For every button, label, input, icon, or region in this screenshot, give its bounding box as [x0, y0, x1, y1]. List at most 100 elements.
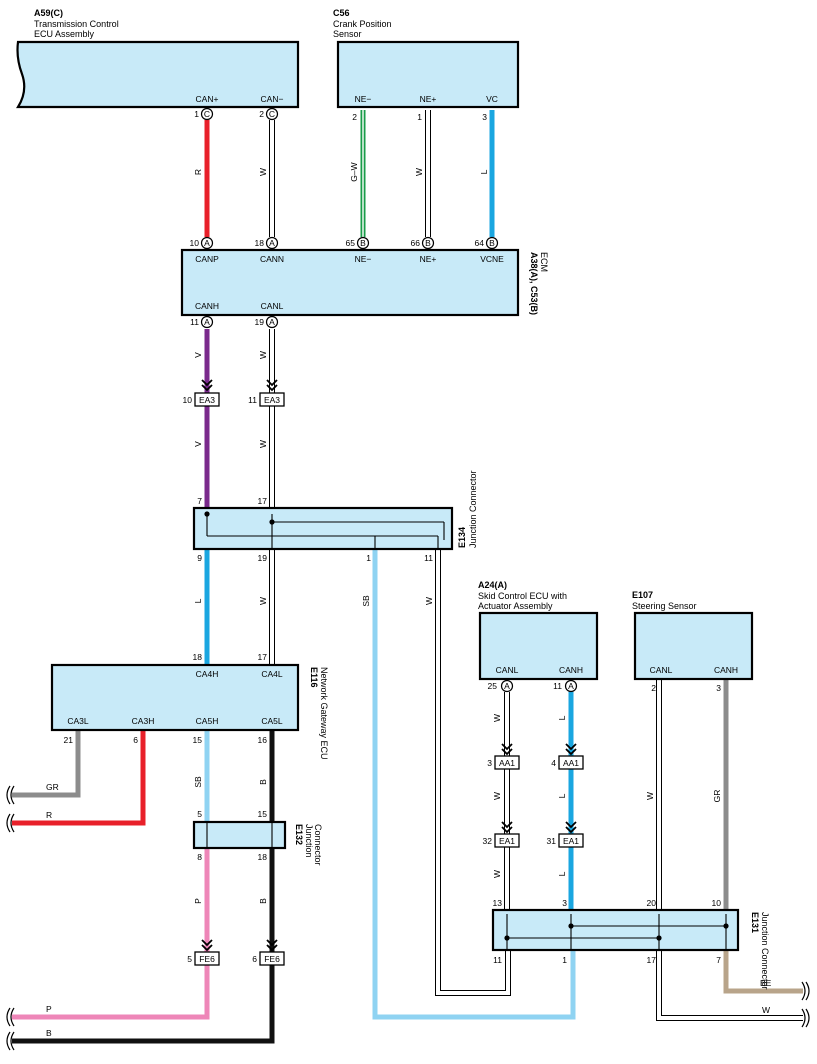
ecm-term-canl: CANL: [261, 301, 284, 311]
aa1-connector: [494, 755, 520, 770]
svg-text:11: 11: [424, 553, 433, 563]
ecm-term-ne-plus: NE+: [420, 254, 437, 264]
e116-term-ca5h: CA5H: [196, 716, 219, 726]
svg-text:18: 18: [258, 852, 268, 862]
e107-term-canl: CANL: [650, 665, 673, 675]
a24-skid-ecu-box: [478, 611, 599, 681]
svg-text:10: 10: [190, 238, 200, 248]
svg-text:L: L: [557, 793, 567, 798]
svg-text:32: 32: [483, 836, 493, 846]
svg-text:A: A: [204, 238, 210, 248]
c56-sensor-box: [336, 40, 520, 109]
svg-text:1: 1: [562, 955, 567, 965]
a24-term-canh: CANH: [559, 665, 583, 675]
svg-text:SB: SB: [193, 776, 203, 788]
svg-text:A: A: [269, 317, 275, 327]
svg-text:17: 17: [258, 496, 268, 506]
svg-text:A: A: [204, 317, 210, 327]
aa1-label: AA1: [563, 758, 579, 768]
svg-text:11: 11: [493, 955, 502, 965]
svg-text:21: 21: [64, 735, 74, 745]
svg-text:3: 3: [562, 898, 567, 908]
svg-text:L: L: [479, 169, 489, 174]
fe6-connector: [259, 951, 285, 966]
svg-text:B: B: [425, 238, 431, 248]
fe6-label: FE6: [264, 954, 280, 964]
aa1-label: AA1: [499, 758, 515, 768]
a24-code: A24(A): [478, 580, 507, 590]
wire-be-out: [723, 950, 803, 994]
svg-text:BE: BE: [760, 978, 772, 988]
svg-text:B: B: [258, 779, 268, 785]
svg-text:5: 5: [187, 954, 192, 964]
ecm-term-cann: CANN: [260, 254, 284, 264]
svg-text:W: W: [492, 714, 502, 722]
e116-term-ca4l: CA4L: [261, 669, 283, 679]
svg-text:W: W: [258, 597, 268, 605]
wire-p-fe6: [12, 848, 210, 1020]
svg-text:2: 2: [259, 109, 264, 119]
wire-break-marks: [6, 785, 810, 1051]
connector-circle: A: [200, 236, 214, 250]
a24-name-line1: Skid Control ECU with: [478, 591, 567, 601]
ecm-name: ECM: [539, 252, 549, 272]
svg-text:R: R: [46, 810, 52, 820]
e116-term-ca4h: CA4H: [196, 669, 219, 679]
svg-text:R: R: [193, 169, 203, 175]
e131-splice-dot: [656, 935, 662, 941]
svg-text:8: 8: [197, 852, 202, 862]
fe6-connector: [194, 951, 220, 966]
svg-text:6: 6: [252, 954, 257, 964]
a59-term-canp: CAN+: [196, 94, 219, 104]
svg-text:19: 19: [255, 317, 265, 327]
svg-text:9: 9: [197, 553, 202, 563]
svg-text:W: W: [258, 440, 268, 448]
svg-text:3: 3: [716, 683, 721, 693]
c56-term-vc: VC: [486, 94, 498, 104]
e132-junction-box: [192, 820, 287, 850]
svg-text:10: 10: [183, 395, 193, 405]
svg-text:3: 3: [487, 758, 492, 768]
ecm-term-vcne: VCNE: [480, 254, 504, 264]
svg-text:W: W: [492, 870, 502, 878]
svg-text:17: 17: [258, 652, 268, 662]
wire-w-e134-e131: [435, 550, 511, 996]
ecm-term-canh: CANH: [195, 301, 219, 311]
wire-w-out: [656, 950, 803, 1021]
wire-sb-e134-e131: [372, 550, 576, 1020]
ecm-term-canp: CANP: [195, 254, 219, 264]
connector-circle: A: [265, 315, 279, 329]
connector-circle: C: [265, 107, 279, 121]
ecm-code: A38(A), C53(B): [529, 252, 539, 315]
a59-term-cann: CAN−: [261, 94, 284, 104]
svg-text:A: A: [504, 681, 510, 691]
e134-splice-dot: [269, 519, 275, 525]
e134-splice-dot: [204, 511, 210, 517]
e116-term-ca5l: CA5L: [261, 716, 283, 726]
svg-text:11: 11: [248, 395, 257, 405]
e107-steering-box: [633, 611, 754, 681]
wire-b-fe6: [12, 848, 275, 1044]
e134-name: Junction Connector: [468, 470, 478, 548]
e116-term-ca3l: CA3L: [67, 716, 89, 726]
svg-text:10: 10: [712, 898, 722, 908]
svg-text:B: B: [360, 238, 366, 248]
c56-name-line2: Sensor: [333, 29, 362, 39]
e131-junction-box: [491, 908, 740, 952]
connector-circle: B: [421, 236, 435, 250]
svg-text:15: 15: [258, 809, 268, 819]
svg-text:GR: GR: [46, 782, 59, 792]
svg-text:18: 18: [255, 238, 265, 248]
svg-text:65: 65: [346, 238, 356, 248]
e116-term-ca3h: CA3H: [132, 716, 155, 726]
svg-text:C: C: [269, 109, 275, 119]
svg-text:P: P: [46, 1004, 52, 1014]
a59-ecu-box: [16, 40, 300, 109]
e134-internal-bus: [206, 514, 445, 549]
svg-text:W: W: [414, 168, 424, 176]
svg-text:1: 1: [366, 553, 371, 563]
svg-text:25: 25: [488, 681, 498, 691]
c56-name-line1: Crank Position: [333, 19, 392, 29]
svg-text:4: 4: [551, 758, 556, 768]
svg-text:11: 11: [190, 317, 199, 327]
